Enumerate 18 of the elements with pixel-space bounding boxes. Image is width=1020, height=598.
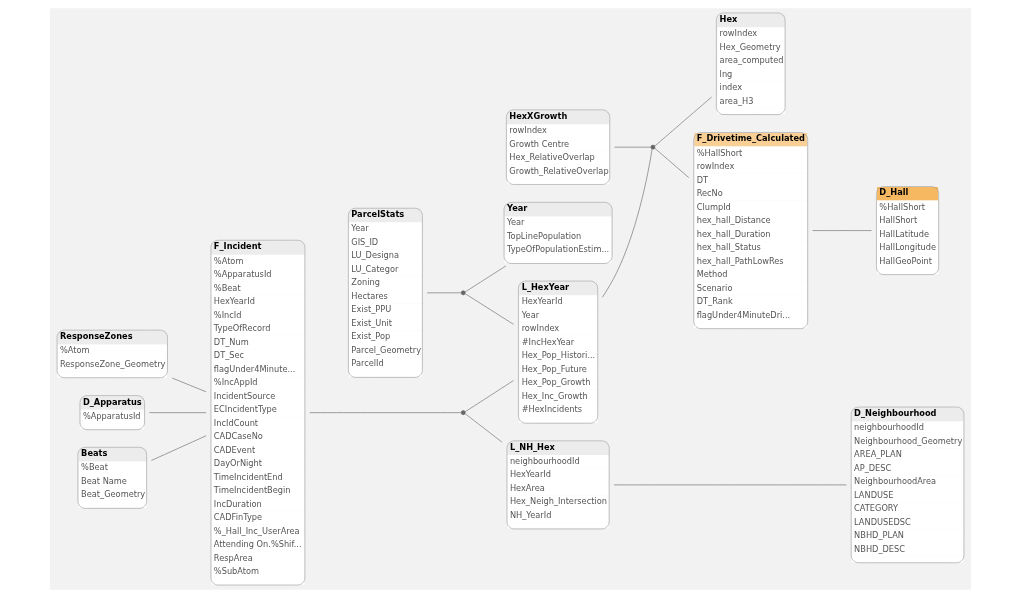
connector xyxy=(464,293,514,325)
connector xyxy=(148,412,206,413)
connector xyxy=(308,412,461,413)
connector xyxy=(464,380,514,413)
node-circle xyxy=(460,410,466,415)
connector xyxy=(464,413,502,443)
connector xyxy=(464,265,506,293)
connector xyxy=(601,148,652,298)
connector xyxy=(811,230,872,231)
connector xyxy=(150,435,206,461)
node-circle xyxy=(650,144,655,150)
connector xyxy=(426,292,461,294)
connector xyxy=(613,484,847,486)
connector xyxy=(171,377,206,393)
connector xyxy=(653,96,712,147)
node-circle xyxy=(460,290,466,296)
connector xyxy=(653,147,689,178)
connector xyxy=(613,146,651,148)
